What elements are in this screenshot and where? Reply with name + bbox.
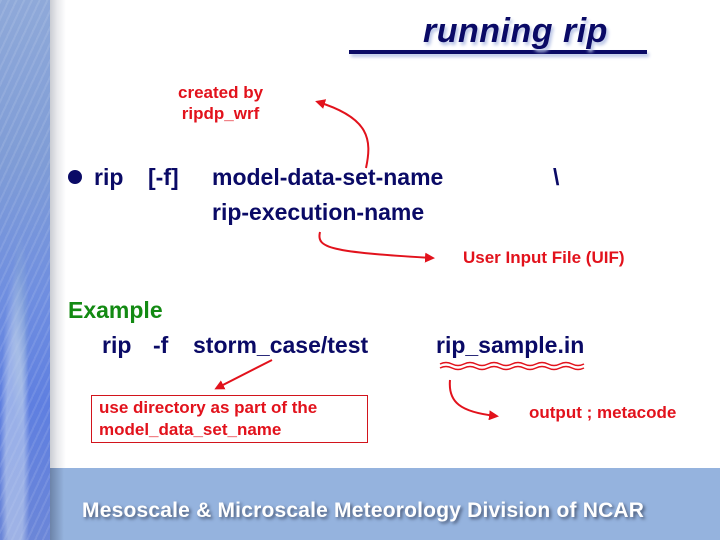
arrow-directory [214, 359, 273, 390]
footer-organization: Mesoscale & Microscale Meteorology Divis… [82, 499, 645, 522]
example-input-file: rip_sample.in [436, 332, 585, 358]
title-text: running rip [423, 12, 608, 50]
command-arg-rip-execution-name: rip-execution-name [212, 199, 425, 225]
command-option: [-f] [148, 164, 179, 190]
command-arg-model-data-set-name: model-data-set-name [212, 164, 444, 190]
example-option: -f [153, 332, 169, 358]
strip-shadow [50, 0, 66, 468]
arrow-output [448, 379, 499, 421]
satellite-map-strip [0, 0, 50, 540]
squiggle-underline [439, 361, 585, 367]
footer-band [50, 468, 720, 540]
example-program: rip [102, 332, 132, 358]
slide-title: running rip [349, 12, 649, 56]
annotation-created-by: created by ripdp_wrf [178, 82, 263, 124]
annotation-uif: User Input File (UIF) [463, 248, 625, 267]
example-dataset: storm_case/test [193, 332, 369, 358]
squiggle-underline-2 [439, 365, 585, 371]
command-line-continuation: \ [553, 164, 560, 190]
annotation-directory-note: use directory as part of the model_data_… [91, 395, 368, 443]
annotation-created-by-line1: created by [178, 83, 264, 102]
annotation-directory-line2: model_data_set_name [99, 420, 282, 439]
bullet-icon [68, 170, 82, 184]
annotation-output: output ; metacode [529, 403, 677, 422]
command-program: rip [94, 164, 124, 190]
example-heading: Example [68, 297, 163, 323]
annotation-created-by-line2: ripdp_wrf [181, 104, 260, 123]
annotation-directory-line1: use directory as part of the [99, 398, 318, 417]
footer-shadow [50, 468, 64, 540]
title-underline [349, 50, 647, 54]
arrow-uif [318, 231, 435, 263]
arrow-created-by [315, 99, 370, 169]
